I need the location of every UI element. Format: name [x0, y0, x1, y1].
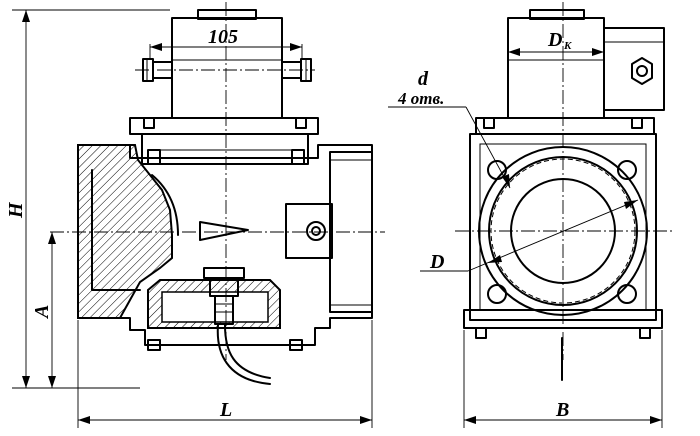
- label-L: L: [219, 399, 232, 421]
- label-d: d: [418, 68, 429, 90]
- front-view: 105 H A L: [5, 2, 385, 428]
- label-H: H: [5, 201, 27, 219]
- label-dk: D: [547, 29, 562, 51]
- dimension-H: H: [5, 9, 170, 389]
- dimension-L: L: [77, 320, 373, 428]
- hole-br: [617, 284, 637, 304]
- flow-arrow: [199, 221, 249, 241]
- terminal-box: [603, 27, 665, 111]
- front-coil-cap: [197, 9, 257, 20]
- side-view: D K d 4 отв. D B: [388, 2, 675, 428]
- valve-body: [77, 144, 373, 385]
- hex-nut: [631, 57, 653, 85]
- hatched-section: [77, 144, 173, 319]
- label-dk-sub: K: [563, 40, 572, 52]
- label-D: D: [429, 251, 444, 273]
- label-A: A: [31, 305, 53, 320]
- dimension-A: A: [31, 232, 56, 388]
- hole-tr: [617, 160, 637, 180]
- dimension-105: 105: [149, 26, 303, 58]
- dimension-D: D: [420, 199, 639, 273]
- hole-bl: [487, 284, 507, 304]
- dimension-dk: D K: [508, 29, 604, 56]
- dimension-d-holes: d 4 отв.: [388, 68, 511, 189]
- label-105: 105: [208, 26, 238, 48]
- dimension-B: B: [463, 330, 663, 428]
- label-holes: 4 отв.: [397, 89, 444, 108]
- hole-tl: [487, 160, 507, 180]
- label-B: B: [555, 399, 569, 421]
